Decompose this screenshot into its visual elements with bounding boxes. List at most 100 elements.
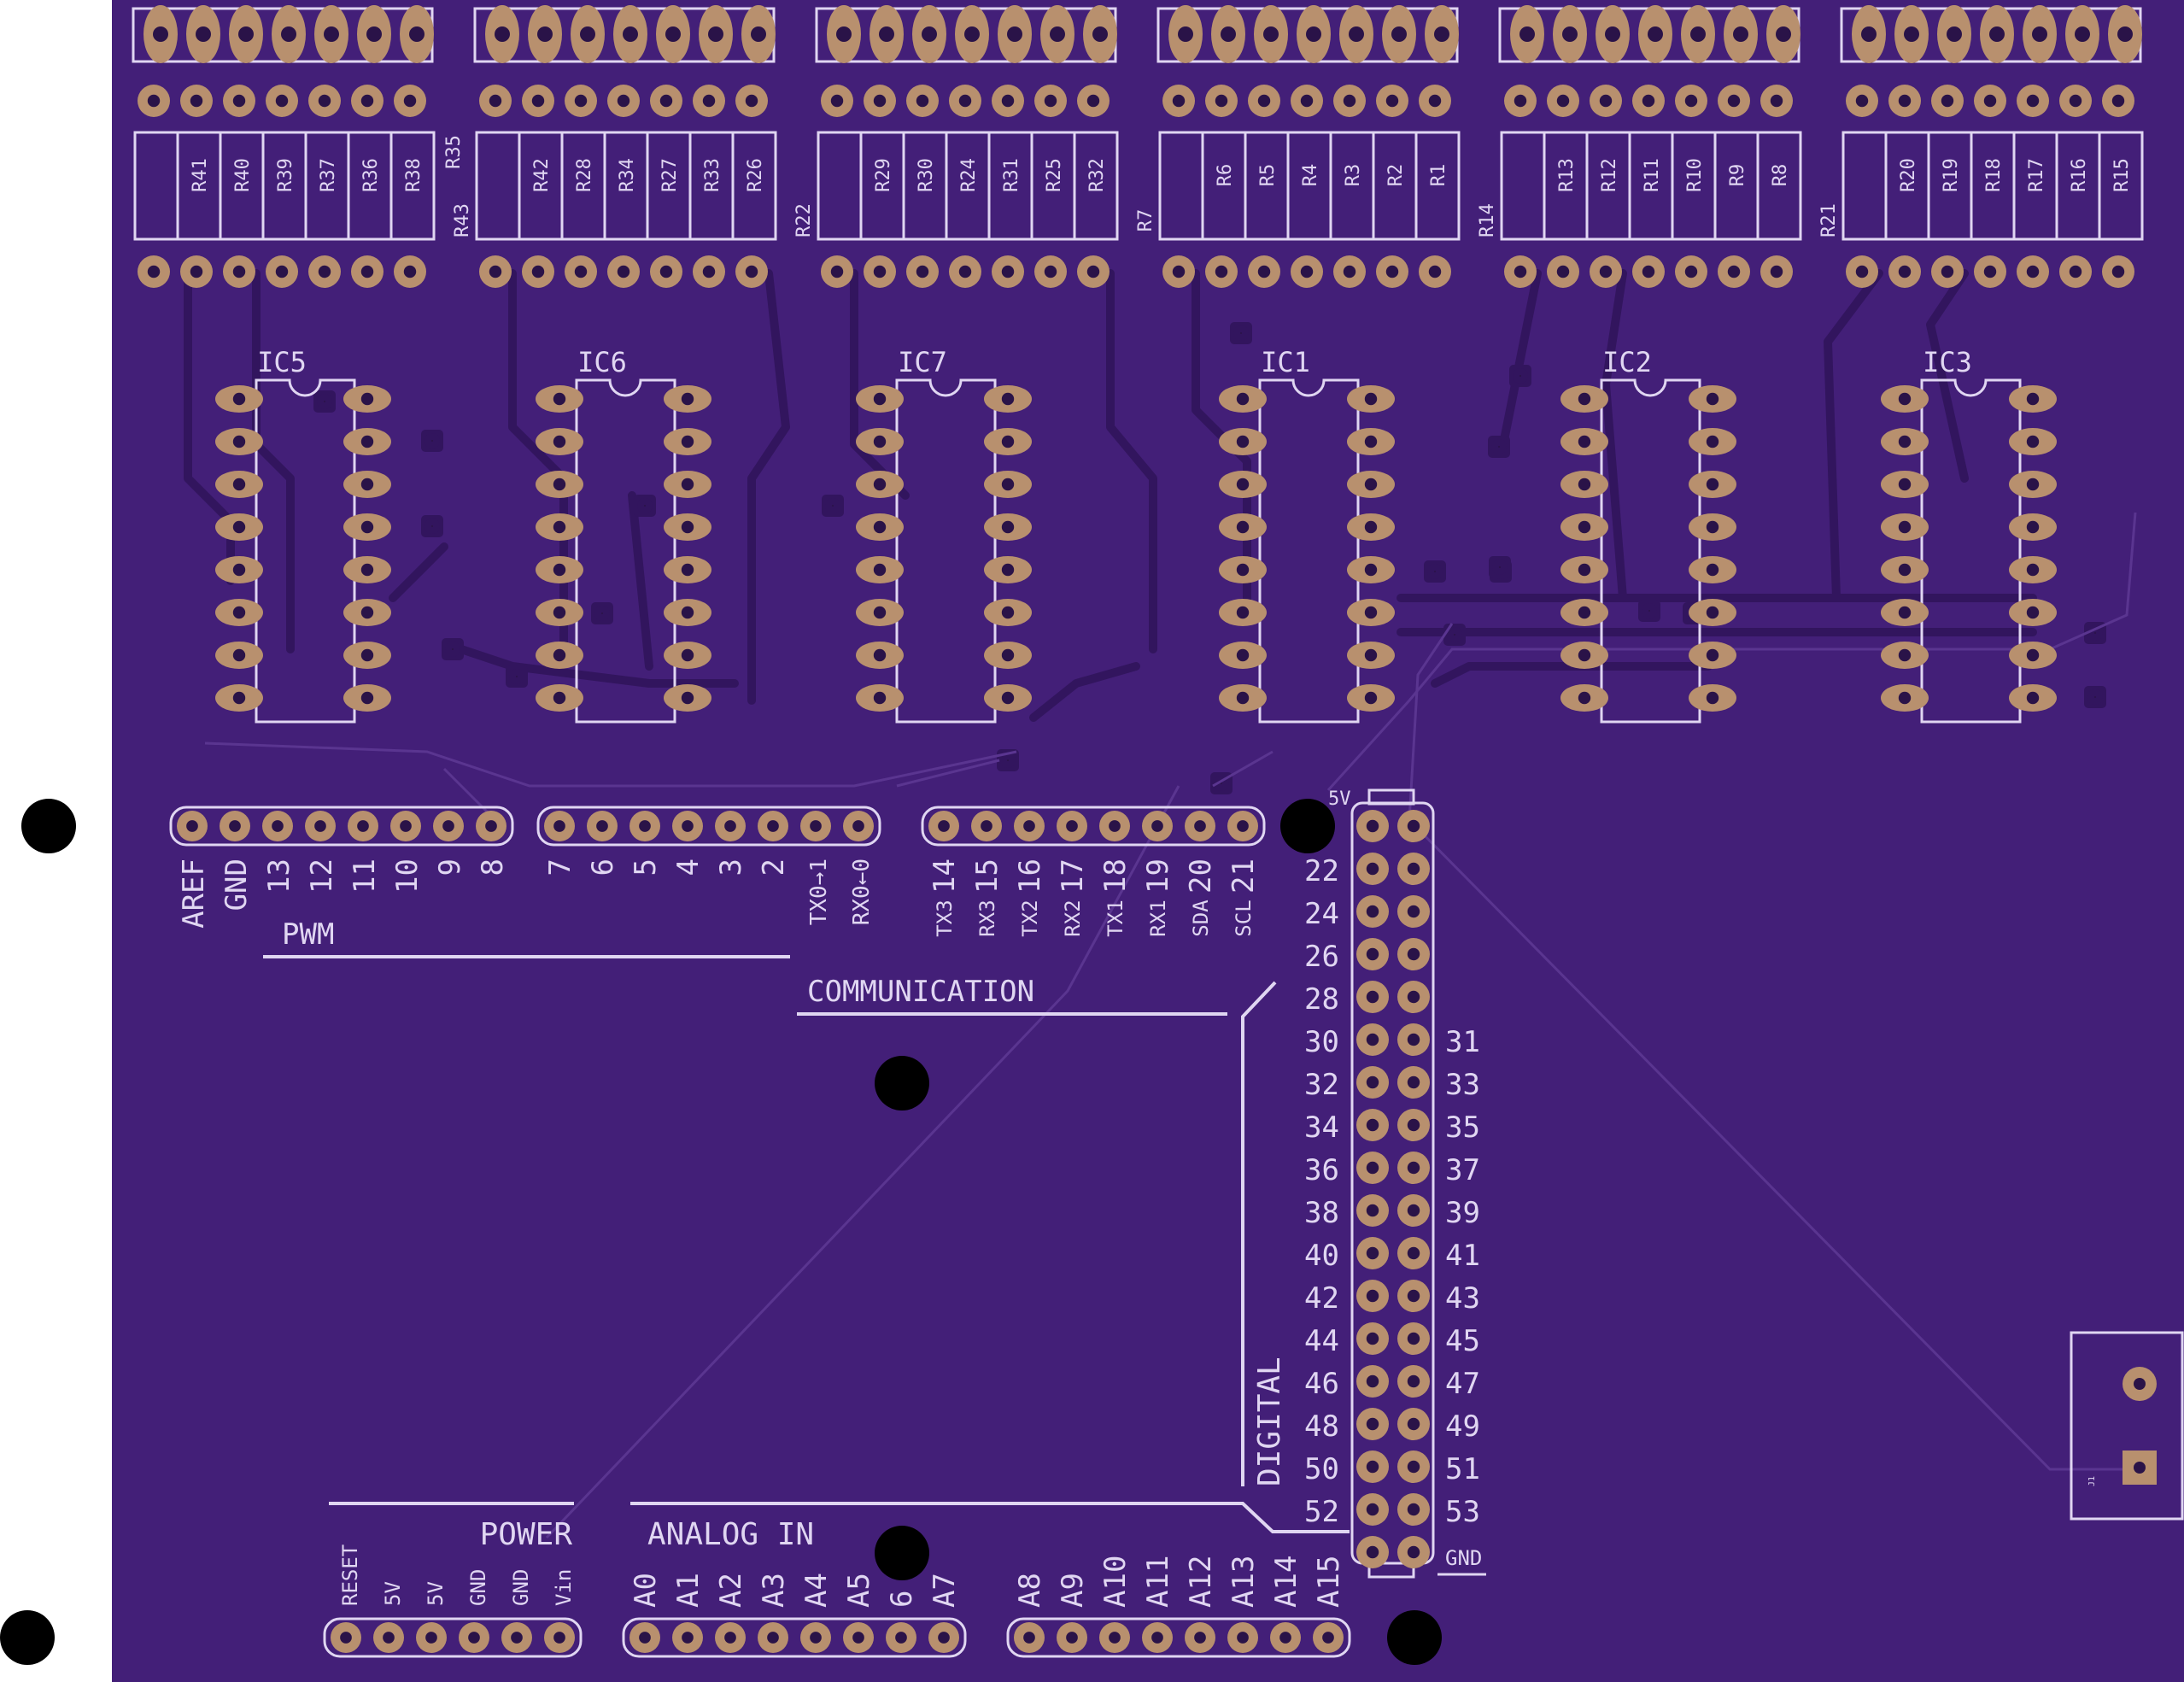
communication-header-pin-drill <box>1023 820 1035 832</box>
digital-pin-a-drill <box>1366 1246 1379 1260</box>
ic-pin-right-drill <box>1706 478 1719 491</box>
analog-pin-label: A5 <box>842 1573 876 1608</box>
signal-traces <box>204 512 2137 1539</box>
resistor-pad-top-drill <box>1599 94 1613 108</box>
resistor-pad-top-drill <box>1343 94 1356 108</box>
analog-pin-label: A0 <box>629 1573 663 1608</box>
communication-header-pin-drill <box>938 820 950 832</box>
resistor-pad-bottom-drill <box>1172 265 1186 278</box>
analog-pin-label: A2 <box>714 1573 748 1608</box>
digital-low-header-outline <box>536 806 881 847</box>
connector-pad-drill <box>1947 26 1962 42</box>
resistor-pad-bottom-drill <box>1599 265 1613 278</box>
digital-header-tab <box>1367 1562 1415 1579</box>
via-drill-2 <box>425 519 440 534</box>
mounting-hole-center <box>875 1056 929 1111</box>
analog-high-header-pin-drill <box>1237 1632 1249 1644</box>
resistor-label: R39 <box>275 158 296 192</box>
trace-3 <box>747 269 790 705</box>
ic-pin-left-drill <box>1236 648 1250 662</box>
digital-pin-b-drill <box>1407 1204 1420 1217</box>
digital-gnd-label: GND <box>1445 1546 1482 1570</box>
analog-high-header-pin-drill <box>1279 1632 1291 1644</box>
analog-pin-label: A15 <box>1312 1556 1346 1608</box>
resistor-label: R32 <box>1086 158 1108 192</box>
resistor-pad-bottom-drill <box>617 265 630 278</box>
connector-pad-drill <box>1221 26 1236 42</box>
analog-pin-label: A10 <box>1098 1556 1133 1608</box>
ic-ic3: IC3 <box>1881 346 2057 724</box>
via-drill-17 <box>1492 560 1508 575</box>
pwm-label: PWM <box>282 917 334 952</box>
resistor-pad-bottom-drill <box>1044 265 1057 278</box>
ic-pin-right-drill <box>2026 520 2040 534</box>
analog-header-pin-drill <box>639 1632 651 1644</box>
comm-pin-label: 15 <box>970 859 1004 894</box>
digital-right-label: 31 <box>1445 1025 1480 1059</box>
connector-pad-drill <box>1050 26 1065 42</box>
trace-1 <box>252 269 295 653</box>
digital-pin-label: 6 <box>586 859 620 876</box>
digital-bracket <box>1241 981 1277 1486</box>
analog-pin-label: A7 <box>928 1573 962 1608</box>
power-header-pin-drill <box>468 1632 480 1644</box>
comm-pin-label: 19 <box>1141 859 1175 894</box>
via-drill-16 <box>1642 603 1657 618</box>
resistor-pad-top-drill <box>1172 94 1186 108</box>
via-drill-8 <box>1000 753 1016 768</box>
ic-ic5: IC5 <box>215 346 391 724</box>
via-drill-4 <box>509 669 524 684</box>
ic-outline <box>575 378 676 724</box>
ic-pin-right-drill <box>1001 648 1015 662</box>
trace-7 <box>1499 269 1542 448</box>
resistor-pad-bottom-drill <box>1941 265 1954 278</box>
connector-pad-drill <box>196 26 211 42</box>
digital-left-label: 26 <box>1304 940 1339 974</box>
pwm-header-pin-drill <box>186 820 198 832</box>
comm-pin-label: 20 <box>1184 859 1218 894</box>
thin-trace-0 <box>1326 512 2137 792</box>
communication-header-pin-drill <box>1151 820 1163 832</box>
resistor-pad-top-drill <box>1770 94 1783 108</box>
resistor-label: R25 <box>1044 158 1065 192</box>
digital-left-label: 34 <box>1304 1111 1339 1145</box>
resistor-pad-top-drill <box>1257 94 1271 108</box>
ic-pin-left-drill <box>1898 563 1912 577</box>
analog-pin-label: A8 <box>1013 1573 1047 1608</box>
comm-sublabel: SCL <box>1232 900 1256 936</box>
connector-pad-drill <box>836 26 852 42</box>
analog-header-pin-drill <box>724 1632 736 1644</box>
ic-pin-left-drill <box>873 435 887 448</box>
ic-pin-right-drill <box>1706 606 1719 619</box>
analog-high-header-pin-drill <box>1066 1632 1078 1644</box>
connector-pad-drill <box>665 26 681 42</box>
resistor-label: R10 <box>1684 158 1706 192</box>
resistor-outline <box>475 131 777 241</box>
mounting-hole-left-bottom <box>0 1610 55 1665</box>
digital-left-label: 30 <box>1304 1025 1339 1059</box>
digital-pin-a-drill <box>1366 1503 1379 1516</box>
ic-pin-left-drill <box>873 520 887 534</box>
thin-trace-6 <box>896 759 1000 788</box>
digital-left-label: 42 <box>1304 1281 1339 1316</box>
resistor-pad-top-drill <box>232 94 246 108</box>
resistor-pad-bottom-drill <box>2069 265 2082 278</box>
digital-pin-b-drill <box>1407 905 1420 918</box>
ic-pin-left-drill <box>1578 563 1591 577</box>
digital-low-header-pin-drill <box>553 820 565 832</box>
power-pin-label: GND <box>509 1569 533 1606</box>
ic-pin-right-drill <box>681 520 694 534</box>
via-drill-7 <box>825 498 840 513</box>
analog-high-header-pin-drill <box>1151 1632 1163 1644</box>
comm-pin-label: 18 <box>1098 859 1133 894</box>
digital-pin-a-drill <box>1366 905 1379 918</box>
resistor-label: R38 <box>403 158 425 192</box>
power-header-pin-drill <box>340 1632 352 1644</box>
digital-pin-b-drill <box>1407 947 1420 961</box>
resistor-pad-top-drill <box>1215 94 1228 108</box>
trace-10 <box>1926 269 1969 483</box>
